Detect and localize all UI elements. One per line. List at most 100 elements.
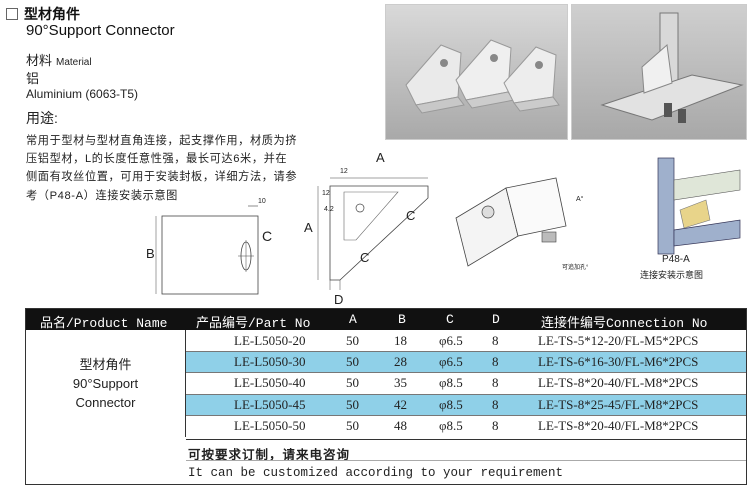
front-view-svg [317,177,429,290]
hole-note: 可追加孔° [562,265,589,271]
cell-d: 8 [492,354,499,369]
cell-c: φ6.5 [439,333,463,348]
cell-part: LE-L5050-50 [234,418,306,433]
front-view-drawing: A A C C D 12 12 4.2 [300,150,440,308]
table-row: LE-L5050-45 50 42 φ8.5 8 LE-TS-8*25-45/F… [186,395,746,415]
note-en: It can be customized according to your r… [188,466,564,480]
cell-d: 8 [492,333,499,348]
material-value-en: Aluminium (6063-T5) [26,87,139,101]
assembly-photo-image [600,12,744,123]
usage-label: 用途: [26,110,58,126]
header-d: D [492,312,500,327]
usage-description: 常用于型材与型材直角连接，起支撑作用，材质为挤压铝型材，L的长度任意性强，最长可… [26,135,298,202]
cell-part: LE-L5050-30 [234,354,306,369]
header-connection-no: 连接件编号Connection No [541,316,708,331]
dim-value: 4.2 [324,206,334,213]
cell-b: 28 [394,354,407,369]
cell-part: LE-L5050-40 [234,375,306,390]
bolt-icon [664,103,672,117]
angle-label: A° [576,196,584,203]
table-row: LE-L5050-30 50 28 φ6.5 8 LE-TS-6*16-30/F… [186,352,746,372]
page-title-row: 型材角件 [6,4,80,24]
isometric-svg [455,177,567,267]
product-photo-brackets [385,4,568,140]
checkbox-icon [6,8,18,20]
side-view-drawing: B C 10 [142,196,292,296]
product-name-en-2: Connector [75,395,136,410]
cell-b: 18 [394,333,407,348]
dim-label-c: C [406,208,416,223]
note-cn: 可按要求订制，请来电咨询 [188,448,351,462]
material-label-en: Material [56,57,92,68]
table-notes: 可按要求订制，请来电咨询 It can be customized accord… [186,439,746,484]
header-c: C [446,312,454,327]
dim-label-c: C [262,228,273,244]
cell-connection: LE-TS-8*25-45/FL-M8*2PCS [538,397,699,412]
table-row: LE-L5050-40 50 35 φ8.5 8 LE-TS-8*20-40/F… [186,373,746,393]
cell-b: 35 [394,375,407,390]
dim-label-d: D [334,292,344,307]
bracket-shape [641,44,673,94]
dim-label-c-lower: C [360,250,370,265]
product-name-en-1: 90°Support [72,376,139,391]
note-divider [186,460,746,461]
isometric-drawing: A° 可追加孔° [446,166,596,276]
dim-label-a-top: A [376,150,385,165]
cell-part: LE-L5050-20 [234,333,306,348]
cell-a: 50 [346,354,359,369]
header-product-name: 品名/Product Name [40,316,168,331]
cell-part: LE-L5050-45 [234,397,306,412]
cell-c: φ8.5 [439,397,463,412]
side-view-svg [155,205,259,295]
dim-value: 12 [340,168,348,175]
cell-a: 50 [346,418,359,433]
row-divider [186,415,746,416]
material-label-cn: 材料 [26,53,53,68]
cell-c: φ8.5 [439,375,463,390]
cell-b: 48 [394,418,407,433]
cell-b: 42 [394,397,407,412]
header-part-no: 产品编号/Part No [196,316,311,331]
bolt-icon [678,109,686,123]
page-title: 型材角件 [24,6,80,22]
dim-value: 12 [322,190,330,197]
p48-label: P48-A [662,254,690,265]
p48-diagram: P48-A 连接安装示意图 [640,150,745,282]
row-divider [186,394,746,395]
cell-a: 50 [346,333,359,348]
table-row: LE-L5050-50 50 48 φ8.5 8 LE-TS-8*20-40/F… [186,416,746,436]
bracket-shape [455,39,515,109]
dim-label-b: B [146,246,155,261]
bracket-shape [503,46,560,112]
dim-value: 10 [258,198,266,205]
cell-c: φ8.5 [439,418,463,433]
row-divider [186,351,746,352]
cell-connection: LE-TS-5*12-20/FL-M5*2PCS [538,333,699,348]
cell-a: 50 [346,375,359,390]
p48-caption: 连接安装示意图 [640,270,704,280]
bracket-photo-image [405,39,560,114]
cell-d: 8 [492,418,499,433]
header-b: B [398,312,406,327]
product-name-cn: 型材角件 [79,357,132,372]
table-row: LE-L5050-20 50 18 φ6.5 8 LE-TS-5*12-20/F… [186,331,746,351]
product-name-cell: 型材角件 90°Support Connector [26,330,186,437]
dim-label-a: A [304,220,313,235]
row-divider [186,372,746,373]
cell-connection: LE-TS-8*20-40/FL-M8*2PCS [538,418,699,433]
spec-table: 品名/Product Name 产品编号/Part No A B C D 连接件… [25,308,747,485]
cell-connection: LE-TS-8*20-40/FL-M8*2PCS [538,375,699,390]
bracket-shape [405,44,465,114]
header-a: A [349,312,357,327]
product-photo-assembly [571,4,747,140]
cell-connection: LE-TS-6*16-30/FL-M6*2PCS [538,354,699,369]
cell-d: 8 [492,397,499,412]
table-header: 品名/Product Name 产品编号/Part No A B C D 连接件… [26,309,746,331]
page-subtitle: 90°Support Connector [26,22,175,39]
p48-svg [657,157,741,255]
cell-c: φ6.5 [439,354,463,369]
cell-d: 8 [492,375,499,390]
cell-a: 50 [346,397,359,412]
material-value-cn: 铝 [26,71,40,86]
